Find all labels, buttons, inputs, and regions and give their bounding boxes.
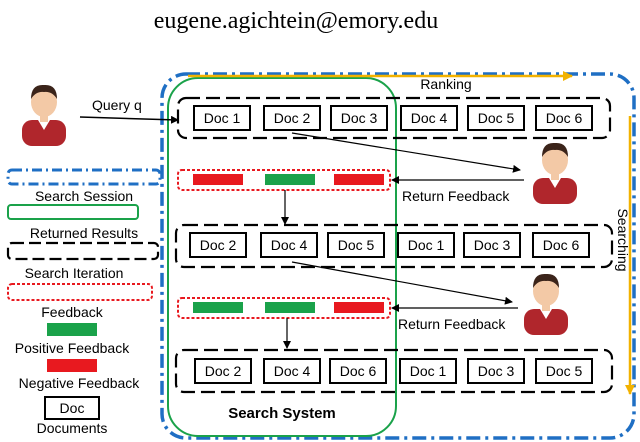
searching-label: Searching: [615, 208, 631, 271]
author-email: eugene.agichtein@emory.edu: [154, 8, 438, 34]
doc-row-3: Doc 2 Doc 4 Doc 6 Doc 1 Doc 3 Doc 5: [194, 358, 593, 384]
doc-box: [463, 232, 521, 258]
doc-label: Doc 4: [411, 110, 448, 126]
doc-label: Doc 6: [340, 363, 377, 379]
legend-documents-label: Documents: [37, 420, 108, 436]
return-feedback-label-2: Return Feedback: [398, 316, 506, 332]
legend-feedback-swatch: [7, 283, 153, 301]
legend-negative-feedback-swatch: [47, 359, 97, 372]
doc-label: Doc 1: [408, 237, 445, 253]
doc-box: [193, 105, 251, 131]
feedback-bar-2: [177, 297, 391, 319]
query-label: Query q: [92, 97, 142, 113]
doc-label: Doc 3: [474, 237, 511, 253]
legend-search-iteration-label: Search Iteration: [25, 265, 124, 281]
doc-label: Doc 5: [478, 110, 515, 126]
doc-box: [189, 232, 247, 258]
doc-label: Doc 1: [204, 110, 241, 126]
doc-box: [535, 105, 593, 131]
feedback-bar-1: [177, 169, 391, 191]
doc-box: [400, 105, 458, 131]
negative-feedback-mark: [193, 174, 243, 185]
doc-box: [329, 358, 387, 384]
doc-box: [532, 232, 590, 258]
doc-box: [263, 358, 321, 384]
doc-box: [535, 358, 593, 384]
legend-search-system-swatch: [7, 204, 139, 220]
positive-feedback-mark: [193, 302, 243, 313]
doc-label: Doc 5: [338, 237, 375, 253]
doc-box: [330, 105, 388, 131]
ranking-label: Ranking: [420, 76, 471, 92]
negative-feedback-mark: [334, 302, 384, 313]
doc-label: Doc 6: [543, 237, 580, 253]
doc-box: [327, 232, 385, 258]
legend-doc-swatch: [44, 396, 100, 420]
doc-label: Doc 5: [546, 363, 583, 379]
legend-search-session-label: Search Session: [35, 188, 133, 204]
legend-positive-feedback-swatch: [47, 323, 97, 336]
legend: Search Session Returned Results Search I…: [6, 168, 162, 436]
doc-box: [194, 358, 252, 384]
doc-box: [260, 232, 318, 258]
doc-label: Doc 3: [341, 110, 378, 126]
doc-box: [263, 105, 321, 131]
doc-label: Doc 3: [478, 363, 515, 379]
feedback-user-icon-2: [524, 273, 568, 335]
results-to-user-arrow-1: [291, 132, 521, 173]
returned-results-row-2: [174, 223, 614, 269]
legend-negative-feedback-label: Negative Feedback: [19, 375, 141, 391]
query-user-icon: [22, 84, 66, 146]
legend-search-iteration-swatch: [6, 241, 160, 261]
positive-feedback-mark: [265, 174, 315, 185]
legend-doc-sample-label: Doc: [60, 400, 85, 416]
doc-label: Doc 4: [274, 363, 311, 379]
doc-box: [467, 105, 525, 131]
feedback-user-icon-1: [533, 142, 577, 204]
returned-results-row-1: [176, 96, 612, 140]
doc-label: Doc 2: [274, 110, 311, 126]
search-session-border: [160, 72, 636, 440]
returned-results-row-3: [174, 348, 614, 394]
doc-box: [397, 232, 455, 258]
doc-label: Doc 2: [205, 363, 242, 379]
doc-row-2: Doc 2 Doc 4 Doc 5 Doc 1 Doc 3 Doc 6: [189, 232, 590, 258]
negative-feedback-mark: [334, 174, 384, 185]
legend-feedback-label: Feedback: [41, 304, 103, 320]
legend-search-session-swatch: [6, 168, 162, 186]
doc-label: Doc 1: [410, 363, 447, 379]
doc-label: Doc 2: [200, 237, 237, 253]
doc-box: [399, 358, 457, 384]
legend-positive-feedback-label: Positive Feedback: [15, 340, 130, 356]
doc-label: Doc 6: [546, 110, 583, 126]
results-to-user-arrow-2: [291, 261, 513, 305]
search-system-border: [167, 77, 397, 437]
doc-box: [467, 358, 525, 384]
return-feedback-label-1: Return Feedback: [402, 188, 510, 204]
doc-label: Doc 4: [271, 237, 308, 253]
doc-row-1: Doc 1 Doc 2 Doc 3 Doc 4 Doc 5 Doc 6: [193, 105, 593, 131]
legend-returned-results-label: Returned Results: [30, 225, 138, 241]
positive-feedback-mark: [265, 302, 315, 313]
search-system-label: Search System: [228, 405, 336, 422]
query-arrow: [79, 115, 179, 124]
